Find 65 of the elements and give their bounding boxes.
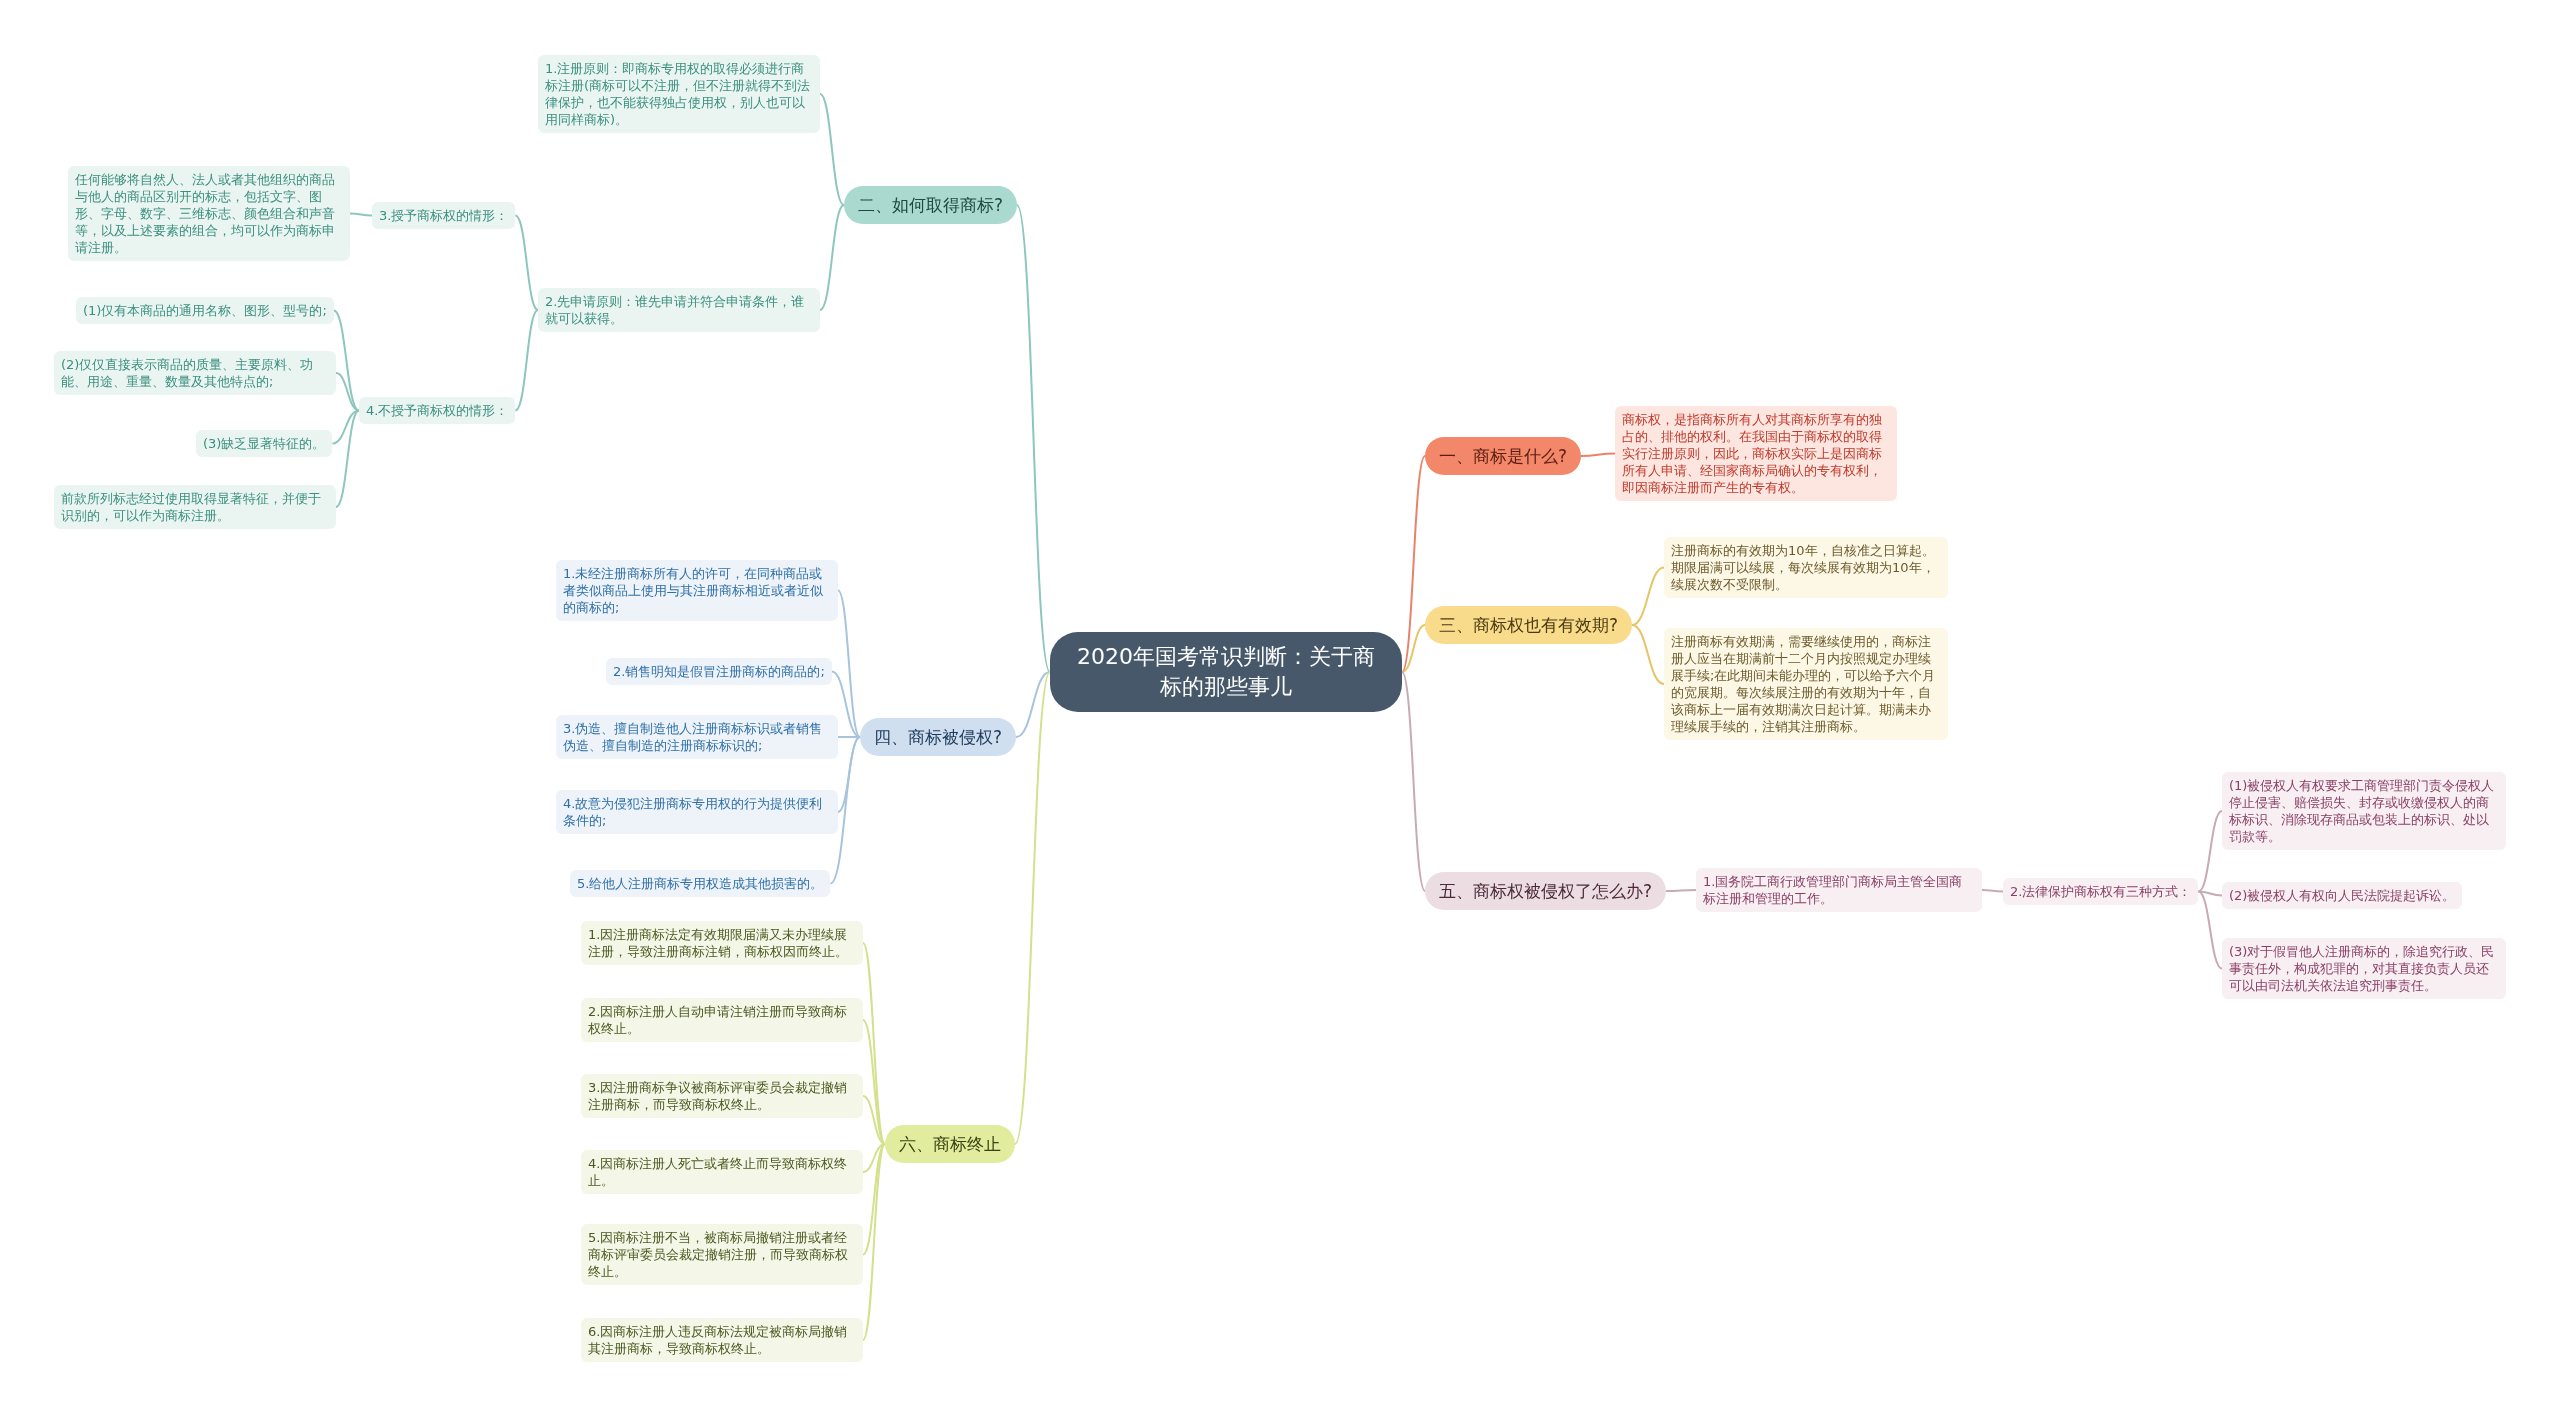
topic-box: 2.因商标注册人自动申请注销注册而导致商标权终止。 (581, 998, 863, 1042)
topic-box: 1.国务院工商行政管理部门商标局主管全国商标注册和管理的工作。 (1696, 868, 1982, 912)
connector-line (1665, 889, 1697, 892)
topic-box: (2)仅仅直接表示商品的质量、主要原料、功能、用途、重量、数量及其他特点的; (54, 351, 336, 395)
topic-box: 2.先申请原则：谁先申请并符合申请条件，谁就可以获得。 (538, 288, 820, 332)
connector-line (1015, 671, 1051, 738)
topic-box: 1.注册原则：即商标专用权的取得必须进行商标注册(商标可以不注册，但不注册就得不到法律保护，也不能获得独占使用权，别人也可以用同样商标)。 (538, 55, 820, 133)
topic-box: 2.法律保护商标权有三种方式： (2003, 878, 2199, 905)
branch-topic: 四、商标被侵权? (860, 718, 1017, 756)
topic-box: 注册商标的有效期为10年，自核准之日算起。期限届满可以续展，每次续展有效期为10年，续展次数不受限制。 (1664, 537, 1948, 598)
topic-box: 3.授予商标权的情形： (372, 202, 516, 229)
connector-line (349, 212, 373, 217)
connector-line (1014, 671, 1051, 1145)
topic-box: (1)被侵权人有权要求工商管理部门责令侵权人停止侵害、赔偿损失、封存或收缴侵权人的商标标识、消除现存商品或包装上的标识、处以罚款等。 (2222, 772, 2506, 850)
topic-box: 2.销售明知是假冒注册商标的商品的; (606, 658, 832, 685)
connector-line (862, 1019, 886, 1145)
connector-line (2197, 810, 2223, 893)
connector-line (819, 204, 845, 311)
connector-line (819, 93, 845, 206)
topic-box: 注册商标有效期满，需要继续使用的，商标注册人应当在期满前十二个月内按照规定办理续展手续;在此期间未能办理的，可以给予六个月的宽展期。每次续展注册的有效期为十年，自该商标上一届有效期满次日起计算。期满未办理续展手续的，注销其注册商标。 (1664, 628, 1948, 740)
connector-line (1401, 624, 1426, 673)
connector-line (1401, 671, 1426, 892)
topic-box: 任何能够将自然人、法人或者其他组织的商品与他人的商品区别开的标志，包括文字、图形、字母、数字、三维标志、颜色组合和声音等，以及上述要素的组合，均可以作为商标申请注册。 (68, 166, 350, 261)
connector-line (1016, 204, 1051, 673)
topic-box: 1.因注册商标法定有效期限届满又未办理续展注册，导致注册商标注销，商标权因而终止。 (581, 921, 863, 965)
connector-line (862, 1143, 886, 1341)
connector-line (1631, 624, 1665, 685)
topic-box: (3)缺乏显著特征的。 (196, 430, 333, 457)
branch-topic: 五、商标权被侵权了怎么办? (1425, 872, 1667, 910)
topic-box: 3.因注册商标争议被商标评审委员会裁定撤销注册商标，而导致商标权终止。 (581, 1074, 863, 1118)
topic-box: 4.故意为侵犯注册商标专用权的行为提供便利条件的; (556, 790, 838, 834)
branch-topic: 一、商标是什么? (1425, 437, 1582, 475)
connector-line (332, 309, 360, 412)
connector-line (2197, 890, 2223, 970)
connector-line (830, 670, 861, 738)
connector-line (862, 1143, 886, 1173)
topic-box: 3.伪造、擅自制造他人注册商标标识或者销售伪造、擅自制造的注册商标标识的; (556, 715, 838, 759)
topic-box: 6.因商标注册人违反商标法规定被商标局撤销其注册商标，导致商标权终止。 (581, 1318, 863, 1362)
topic-box: 5.因商标注册不当，被商标局撤销注册或者经商标评审委员会裁定撤销注册，而导致商标权终止。 (581, 1224, 863, 1285)
central-topic: 2020年国考常识判断：关于商标的那些事儿 (1050, 632, 1402, 712)
topic-box: 4.不授予商标权的情形： (359, 397, 516, 424)
connector-line (837, 589, 861, 738)
topic-box: 5.给他人注册商标专用权造成其他损害的。 (570, 870, 831, 897)
topic-box: 前款所列标志经过使用取得显著特征，并便于识别的，可以作为商标注册。 (54, 485, 336, 529)
connector-line (862, 1095, 886, 1145)
branch-topic: 三、商标权也有有效期? (1425, 606, 1633, 644)
connector-line (862, 1143, 886, 1256)
connector-line (829, 736, 861, 885)
topic-box: 商标权，是指商标所有人对其商标所享有的独占的、排他的权利。在我国由于商标权的取得实行注册原则，因此，商标权实际上是因商标所有人申请、经国家商标局确认的专有权利，即因商标注册而产生的专有权。 (1615, 406, 1897, 501)
topic-box: (3)对于假冒他人注册商标的，除追究行政、民事责任外，构成犯罪的，对其直接负责人员还可以由司法机关依法追究刑事责任。 (2222, 938, 2506, 999)
connector-line (331, 409, 360, 445)
topic-box: 4.因商标注册人死亡或者终止而导致商标权终止。 (581, 1150, 863, 1194)
topic-box: 1.未经注册商标所有人的许可，在同种商品或者类似商品上使用与其注册商标相近或者近似的商标的; (556, 560, 838, 621)
connector-line (335, 409, 360, 508)
connector-line (1631, 566, 1665, 626)
connector-line (1981, 889, 2004, 893)
connector-line (1580, 452, 1616, 457)
connector-line (514, 214, 539, 311)
topic-box: (2)被侵权人有权向人民法院提起诉讼。 (2222, 882, 2463, 909)
connector-line (514, 309, 539, 412)
branch-topic: 六、商标终止 (885, 1125, 1015, 1163)
topic-box: (1)仅有本商品的通用名称、图形、型号的; (76, 297, 334, 324)
connector-line (1401, 455, 1426, 673)
branch-topic: 二、如何取得商标? (844, 186, 1018, 224)
connector-line (862, 942, 886, 1145)
